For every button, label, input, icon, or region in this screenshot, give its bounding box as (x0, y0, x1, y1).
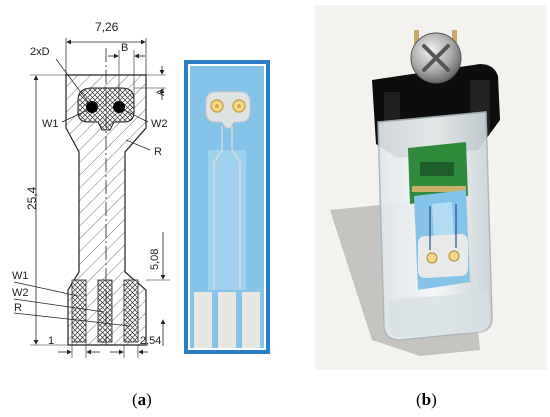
panel-a-photo (184, 60, 270, 354)
label-w2-top: W2 (151, 118, 168, 130)
label-w1-top: W1 (42, 118, 59, 130)
photo-pad-2 (218, 292, 236, 348)
cuvette-electrode-1 (426, 252, 438, 264)
caption-a: (a) (132, 390, 152, 409)
contact-pad-w2 (97, 279, 113, 343)
dim-pitch: 2,54 (140, 335, 161, 347)
electrode-w2-dot (113, 101, 125, 113)
label-w1-bottom: W1 (12, 270, 29, 282)
electrode-w1-dot (86, 101, 98, 113)
panel-b-photo (315, 5, 547, 370)
dim-height: 25,4 (25, 186, 39, 210)
photo-pad-3 (242, 292, 260, 348)
photo-pad-1 (194, 292, 212, 348)
dim-b: B (121, 42, 128, 54)
label-r-top: R (154, 146, 162, 158)
caption-b: (b) (416, 390, 437, 409)
dim-two-d: 2xD (30, 46, 50, 58)
dim-pad: 1 (48, 335, 54, 347)
dim-contact-height: 5,08 (149, 249, 161, 270)
label-r-bottom: R (14, 302, 22, 314)
dim-a: A (155, 88, 167, 96)
dim-width: 7,26 (95, 20, 119, 34)
panel-a-drawing: 7,26 B 2xD A W1 W2 R 25,4 5,08 (12, 20, 170, 358)
contact-pad-w1 (71, 279, 87, 343)
contact-pad-r (123, 279, 139, 343)
cuvette-electrode-2 (448, 250, 460, 262)
label-w2-bottom: W2 (12, 287, 29, 299)
